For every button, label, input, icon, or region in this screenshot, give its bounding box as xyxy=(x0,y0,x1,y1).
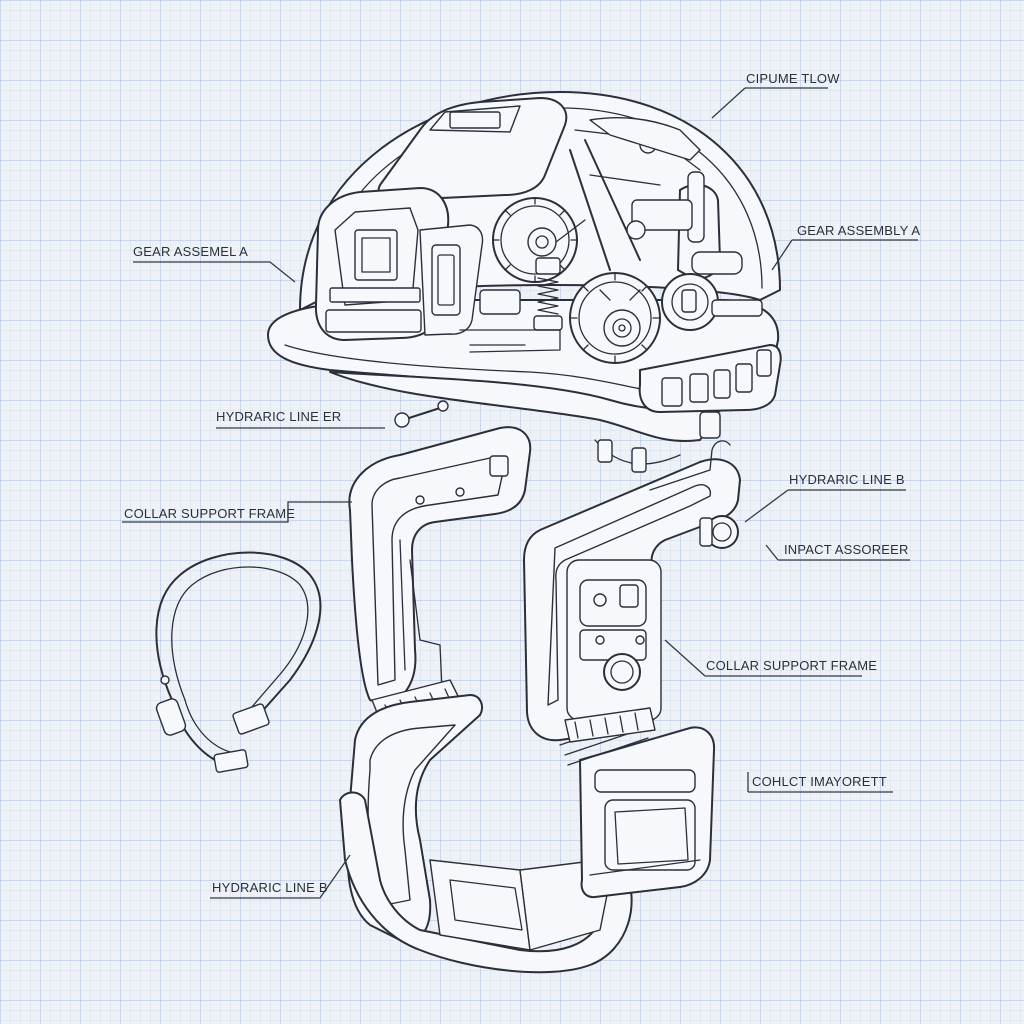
label-collar-support-right: COLLAR SUPPORT FRAME xyxy=(706,658,878,673)
left-collar-frame xyxy=(348,426,532,721)
label-cipume-tlow: CIPUME TLOW xyxy=(746,71,840,86)
hydraulic-fitting xyxy=(394,400,449,428)
adjust-knob xyxy=(699,515,739,549)
collar-lower xyxy=(339,694,716,974)
helmet-assembly xyxy=(267,91,782,473)
leader-lines xyxy=(122,87,918,899)
label-impact-absorber: INPACT ASSOREER xyxy=(784,542,909,557)
right-dial xyxy=(661,273,719,331)
gear-assembly-right xyxy=(569,272,661,364)
label-collar-support-left: COLLAR SUPPORT FRAME xyxy=(124,506,296,521)
label-hydraulic-line-b-bottom: HYDRARIC LINE B xyxy=(212,880,328,895)
label-gear-assembly-left: GEAR ASSEMEL A xyxy=(133,244,249,259)
label-hydraulic-line-b-right: HYDRARIC LINE B xyxy=(789,472,905,487)
label-hydraulic-line-er: HYDRARIC LINE ER xyxy=(216,409,342,424)
label-gear-assembly-right: GEAR ASSEMBLY A xyxy=(797,223,921,238)
chin-strap xyxy=(155,551,322,773)
label-contact-mayorett: COHLCT IMAYORETT xyxy=(752,774,887,789)
spring-shock xyxy=(533,257,563,331)
right-collar-frame xyxy=(523,440,741,743)
